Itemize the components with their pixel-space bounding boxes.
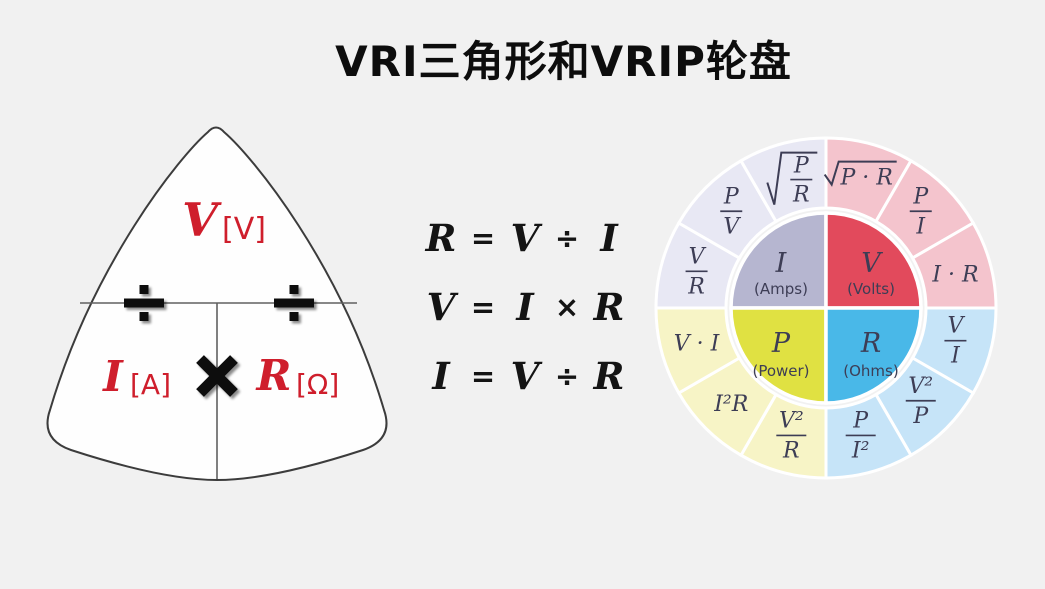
svg-text:P · R: P · R [840, 166, 893, 191]
equation-operator: × [554, 289, 580, 324]
wheel-formula-V·I: V · I [674, 332, 721, 357]
svg-text:V²: V² [908, 374, 933, 399]
triangle-r-unit: [Ω] [296, 368, 339, 401]
svg-text:I · R: I · R [931, 262, 978, 287]
triangle-r-symbol: R [256, 351, 292, 400]
divide-icon [274, 285, 314, 321]
svg-text:P: P [912, 404, 929, 429]
wheel-formula-√(P·R): P · R [823, 160, 897, 191]
svg-text:P: P [723, 184, 740, 209]
svg-text:P: P [852, 408, 869, 433]
wheel-quadrant-symbol: R [860, 328, 881, 359]
triangle-v-unit: [V] [222, 212, 266, 247]
wheel-quadrant-power [729, 306, 828, 405]
wheel-formula-√(P/R): PR [766, 151, 818, 208]
equation-operator: = [470, 289, 496, 324]
wheel-formula-I²R: I²R [713, 392, 748, 417]
wheel-formula-P/V: PV [720, 184, 743, 239]
wheel-quadrant-symbol: P [771, 328, 791, 359]
wheel-quadrant-label: (Volts) [847, 280, 895, 298]
wheel-quadrant-symbol: V [861, 248, 883, 279]
svg-text:V²: V² [779, 408, 804, 433]
wheel-formula-V/I: VI [944, 314, 967, 369]
wheel-formula-V²/R: V² R [776, 408, 807, 463]
equation-row: V = I × R [420, 272, 630, 341]
svg-text:P: P [912, 184, 929, 209]
svg-text:I: I [915, 214, 926, 239]
equation-symbol: I [516, 284, 534, 329]
wheel-formula-I·R: I · R [931, 262, 978, 287]
multiply-icon [196, 355, 238, 397]
svg-text:V: V [689, 244, 707, 269]
svg-text:R: R [792, 183, 810, 208]
svg-text:I²R: I²R [713, 392, 748, 417]
svg-text:V: V [723, 214, 741, 239]
equation-symbol: R [593, 284, 625, 329]
wheel-quadrant-symbol: I [775, 248, 788, 279]
svg-text:V · I: V · I [674, 332, 721, 357]
triangle-v-symbol: V [182, 193, 222, 247]
svg-text:P: P [793, 154, 810, 179]
svg-text:R: R [687, 274, 705, 299]
equation-operator: = [470, 358, 496, 393]
wheel-quadrant-label: (Amps) [754, 280, 808, 298]
wheel-formula-P/I²: P I² [845, 408, 876, 463]
equation-symbol: I [432, 353, 450, 398]
equation-symbol: V [426, 284, 456, 329]
wheel-quadrant-label: (Power) [752, 362, 809, 380]
equation-symbol: V [510, 215, 540, 260]
svg-text:V: V [947, 314, 965, 339]
equation-symbol: V [510, 353, 540, 398]
wheel-formula-V/R: VR [685, 244, 708, 299]
wheel-quadrant-ohms [824, 306, 923, 405]
wheel-quadrant-label: (Ohms) [843, 362, 898, 380]
svg-text:I: I [950, 344, 961, 369]
svg-text:R: R [782, 438, 800, 463]
equation-operator: ÷ [554, 220, 580, 255]
wheel-quadrant-volts [824, 211, 923, 310]
equation-symbol: R [593, 353, 625, 398]
equation-symbol: R [425, 215, 457, 260]
wheel-quadrant-amps [729, 211, 828, 310]
svg-text:I²: I² [851, 438, 870, 463]
wheel-segment-√(P/R) [738, 136, 828, 224]
equation-symbol: I [600, 215, 618, 260]
divide-icon [124, 285, 164, 321]
equation-row: R = V ÷ I [420, 203, 630, 272]
wheel-formula-P/I: PI [909, 184, 932, 239]
triangle-i-symbol: I [102, 352, 124, 401]
page-title: VRI三角形和VRIP轮盘 [335, 37, 792, 86]
triangle-i-unit: [A] [130, 368, 171, 401]
equation-row: I = V ÷ R [420, 341, 630, 410]
wheel-formula-V²/P: V² P [905, 374, 936, 429]
equation-operator: ÷ [554, 358, 580, 393]
equation-operator: = [470, 220, 496, 255]
